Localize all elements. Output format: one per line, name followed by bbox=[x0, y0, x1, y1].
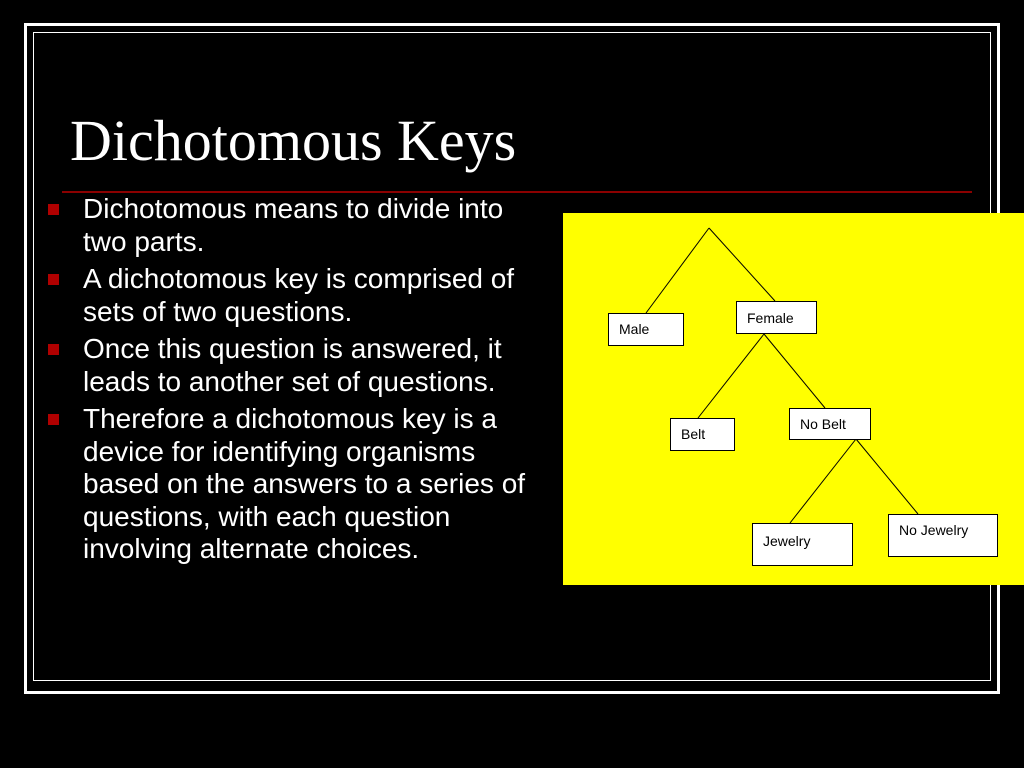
connector-root-male bbox=[645, 227, 710, 314]
bullet-text: A dichotomous key is comprised of sets o… bbox=[83, 263, 515, 327]
node-no-jewelry: No Jewelry bbox=[888, 514, 998, 557]
bullet-item: Dichotomous means to divide into two par… bbox=[44, 193, 544, 258]
node-no-belt: No Belt bbox=[789, 408, 871, 440]
node-female: Female bbox=[736, 301, 817, 334]
tree-connectors bbox=[645, 227, 919, 524]
dichotomous-key-diagram: Male Female Belt No Belt Jewelry No Jewe… bbox=[563, 213, 1024, 585]
connector-female-belt bbox=[697, 333, 765, 419]
node-jewelry: Jewelry bbox=[752, 523, 853, 566]
bullet-item: A dichotomous key is comprised of sets o… bbox=[44, 263, 544, 328]
bullet-text: Therefore a dichotomous key is a device … bbox=[83, 403, 526, 564]
square-bullet-icon bbox=[48, 414, 59, 425]
bullet-text: Dichotomous means to divide into two par… bbox=[83, 193, 504, 257]
square-bullet-icon bbox=[48, 344, 59, 355]
connector-root-female bbox=[708, 227, 776, 302]
title-divider bbox=[62, 191, 972, 193]
bullet-list: Dichotomous means to divide into two par… bbox=[44, 193, 544, 571]
bullet-text: Once this question is answered, it leads… bbox=[83, 333, 502, 397]
bullet-item: Once this question is answered, it leads… bbox=[44, 333, 544, 398]
connector-nobelt-jewelry bbox=[789, 438, 857, 524]
connector-female-no-belt bbox=[763, 333, 826, 409]
node-male: Male bbox=[608, 313, 684, 346]
square-bullet-icon bbox=[48, 204, 59, 215]
connector-nobelt-no-jewelry bbox=[855, 438, 919, 515]
square-bullet-icon bbox=[48, 274, 59, 285]
slide-title: Dichotomous Keys bbox=[70, 108, 517, 173]
node-belt: Belt bbox=[670, 418, 735, 451]
bullet-item: Therefore a dichotomous key is a device … bbox=[44, 403, 544, 566]
